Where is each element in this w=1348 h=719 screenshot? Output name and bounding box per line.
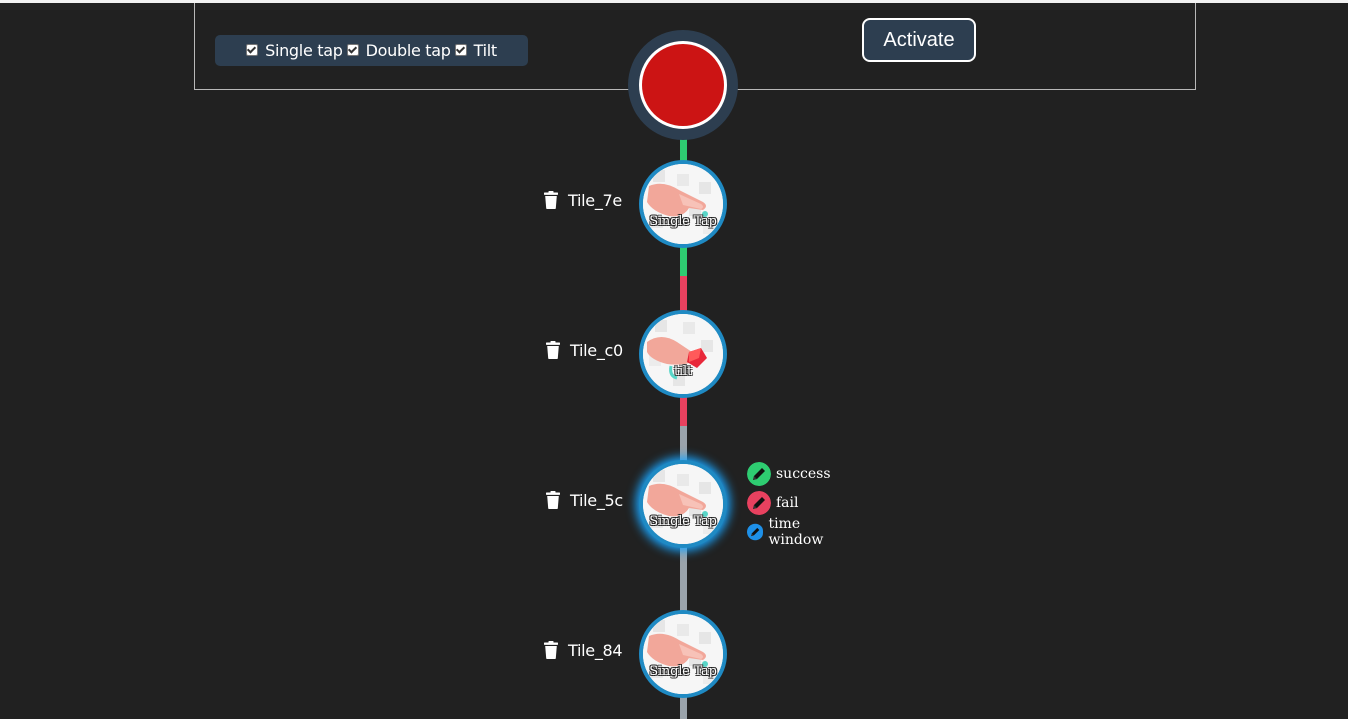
tile-gesture-label: tilt: [674, 364, 692, 379]
edit-fail-item[interactable]: fail: [747, 491, 798, 515]
connector-fail-2: [680, 396, 687, 426]
connector-success-2: [680, 246, 687, 276]
tile-node-0[interactable]: Single Tap: [639, 160, 727, 248]
record-button-ring: [639, 41, 727, 129]
double-tap-checkbox[interactable]: [346, 43, 359, 56]
trash-icon[interactable]: [546, 341, 560, 359]
trash-icon[interactable]: [544, 641, 558, 659]
filter-single-tap[interactable]: Single tap: [246, 41, 343, 60]
connector-fail-1: [680, 276, 687, 312]
tile-gesture-label: Single Tap: [649, 664, 717, 679]
hand-tap-icon: [643, 614, 723, 694]
filter-tilt[interactable]: Tilt: [454, 41, 498, 60]
activate-button[interactable]: Activate: [862, 18, 976, 62]
pencil-icon: [747, 462, 771, 486]
tile-gesture-label: Single Tap: [649, 214, 717, 229]
tile-name: Tile_7e: [568, 190, 622, 210]
edit-success-item[interactable]: success: [747, 462, 831, 486]
tile-name: Tile_c0: [570, 340, 623, 360]
hand-tilt-icon: [643, 314, 723, 394]
edit-time-window-item[interactable]: time window: [747, 516, 831, 548]
connector-pending-1: [680, 426, 687, 464]
edit-fail-label: fail: [776, 495, 799, 511]
tilt-checkbox[interactable]: [454, 43, 467, 56]
filter-single-tap-label: Single tap: [265, 41, 343, 60]
connector-pending-2: [680, 546, 687, 612]
tile-header-2: Tile_5c: [546, 488, 623, 512]
pencil-icon: [747, 491, 771, 515]
trash-icon[interactable]: [544, 191, 558, 209]
tile-name: Tile_84: [568, 640, 623, 660]
trigger-filter-bar: Single tap Double tap Tilt: [215, 35, 528, 66]
tile-gesture-label: Single Tap: [649, 514, 717, 529]
tile-node-3[interactable]: Single Tap: [639, 610, 727, 698]
tile-node-2[interactable]: Single Tap: [639, 460, 727, 548]
single-tap-checkbox[interactable]: [246, 43, 259, 56]
tile-header-0: Tile_7e: [544, 188, 622, 212]
record-button-core: [642, 44, 724, 126]
filter-tilt-label: Tilt: [473, 41, 498, 60]
edit-time-window-label: time window: [768, 516, 824, 548]
tile-name: Tile_5c: [570, 490, 623, 510]
tile-header-3: Tile_84: [544, 638, 623, 662]
connector-success-1: [680, 138, 687, 164]
hand-tap-icon: [643, 164, 723, 244]
connector-pending-3: [680, 696, 687, 719]
top-strip: [0, 0, 1348, 3]
tile-node-1[interactable]: tilt: [639, 310, 727, 398]
record-button[interactable]: [628, 30, 738, 140]
tile-header-1: Tile_c0: [546, 338, 623, 362]
filter-double-tap-label: Double tap: [365, 41, 451, 60]
trash-icon[interactable]: [546, 491, 560, 509]
filter-double-tap[interactable]: Double tap: [346, 41, 451, 60]
edit-success-label: success: [776, 466, 831, 482]
hand-tap-icon: [643, 464, 723, 544]
pencil-icon: [747, 523, 764, 541]
